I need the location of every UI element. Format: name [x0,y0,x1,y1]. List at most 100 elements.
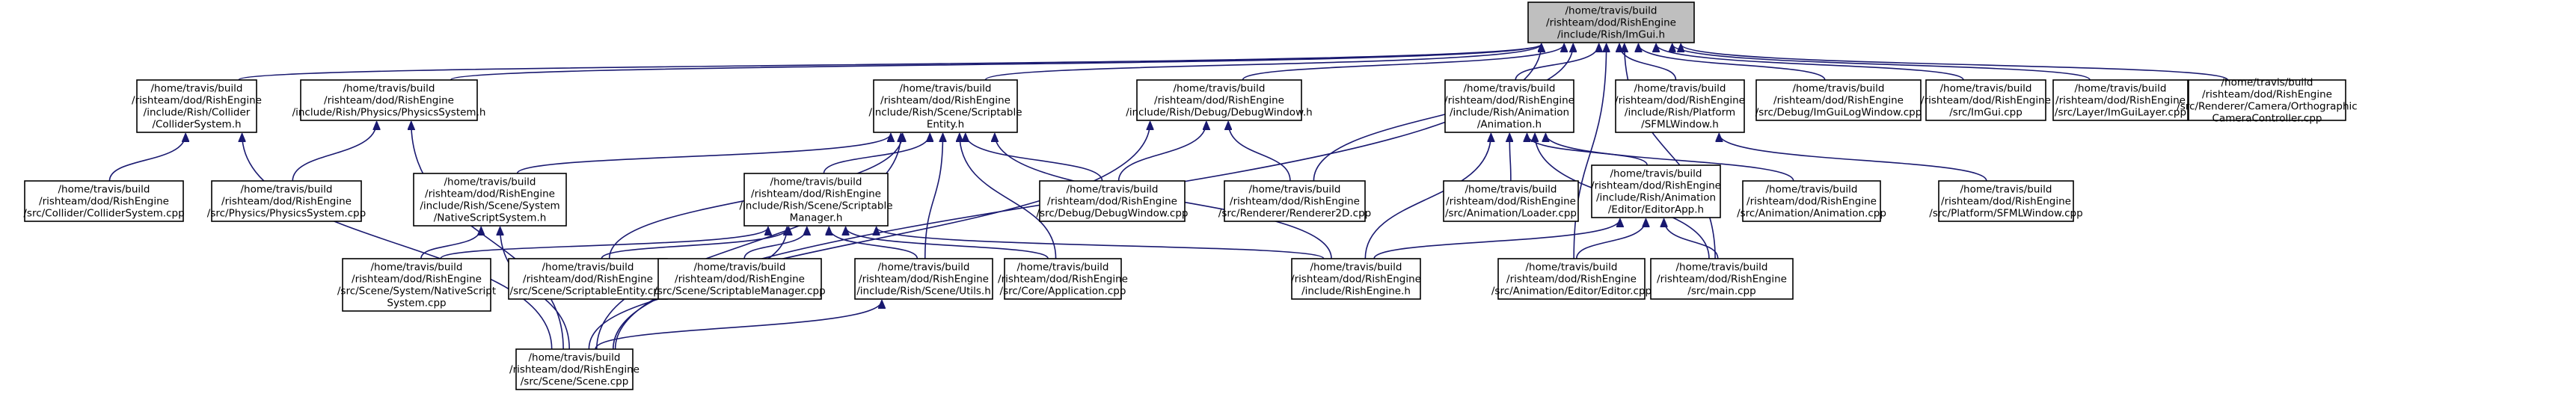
node-label-line: /rishteam/dod/RishEngine [880,94,1011,106]
node-renderer2d-cpp[interactable]: /home/travis/build/rishteam/dod/RishEngi… [1218,180,1371,222]
node-label-line: /NativeScriptSystem.h [434,212,547,224]
node-label-line: /include/Rish/Scene/System [420,200,559,212]
node-box [515,348,634,390]
edge-scene-cpp-to-physics-system-h [411,122,564,350]
node-physics-system-h[interactable]: /home/travis/build/rishteam/dod/RishEngi… [292,79,486,121]
node-collider-system-cpp[interactable]: /home/travis/build/rishteam/dod/RishEngi… [23,180,185,222]
node-editor-app-h[interactable]: /home/travis/build/rishteam/dod/RishEngi… [1591,164,1721,218]
edge-collider-system-h-to-imgui-h [238,44,1542,81]
node-label-line: /include/Rish/Platform [1625,106,1735,118]
node-label-line: /src/Debug/DebugWindow.cpp [1037,207,1189,219]
node-label-line: /rishteam/dod/RishEngine [39,195,169,207]
edge-scene-cpp-to-scriptable-entity-h [595,134,901,350]
edge-scene-utils-h-to-scriptable-entity-h [924,134,943,259]
node-label-line: /include/Rish/Physics/PhysicsSystem.h [292,106,486,118]
node-label-line: /home/travis/build [240,183,332,195]
node-native-script-system-h[interactable]: /home/travis/build/rishteam/dod/RishEngi… [413,173,567,227]
nodes-layer: /home/travis/build/rishteam/dod/RishEngi… [23,1,2358,390]
node-box [743,173,889,227]
node-label-line: /home/travis/build [1565,4,1657,16]
node-animation-h[interactable]: /home/travis/build/rishteam/dod/RishEngi… [1444,79,1574,133]
node-label-line: /src/ImGui.cpp [1949,106,2023,118]
node-label-line: /home/travis/build [1463,82,1555,94]
node-label-line: /home/travis/build [528,351,620,363]
node-animation-editor-cpp[interactable]: /home/travis/build/rishteam/dod/RishEngi… [1491,258,1652,300]
node-label-line: /rishteam/dod/RishEngine [1591,179,1721,191]
node-box [1291,258,1421,300]
node-box [1136,79,1302,121]
node-sfml-window-h[interactable]: /home/travis/build/rishteam/dod/RishEngi… [1615,79,1745,133]
edge-rish-engine-h-to-editor-app-h [1373,219,1620,259]
node-scriptable-manager-cpp[interactable]: /home/travis/build/rishteam/dod/RishEngi… [654,258,826,300]
node-animation-loader-cpp[interactable]: /home/travis/build/rishteam/dod/RishEngi… [1443,180,1579,222]
edge-debug-window-h-to-imgui-h [1242,44,1564,81]
node-label-line: /rishteam/dod/RishEngine [1506,273,1637,285]
node-layer-imgui-layer-cpp[interactable]: /home/travis/build/rishteam/dod/RishEngi… [2052,79,2189,121]
node-label-line: /rishteam/dod/RishEngine [132,94,262,106]
node-label-line: /home/travis/build [693,261,785,273]
node-native-script-system-cpp[interactable]: /home/travis/build/rishteam/dod/RishEngi… [337,258,496,312]
node-label-line: /rishteam/dod/RishEngine [675,273,805,285]
edge-sfml-window-h-to-imgui-h [1619,44,1677,81]
node-scriptable-entity-h[interactable]: /home/travis/build/rishteam/dod/RishEngi… [868,79,1022,133]
node-scriptable-manager-h[interactable]: /home/travis/build/rishteam/dod/RishEngi… [739,173,893,227]
node-label-line: /include/RishEngine.h [1301,285,1411,297]
node-label-line: /home/travis/build [58,183,150,195]
edge-scriptable-entity-h-to-imgui-h [984,44,1541,81]
node-box [1004,258,1122,300]
node-box [24,180,184,222]
node-label-line: /src/Scene/ScriptableManager.cpp [654,285,825,297]
node-scene-utils-h[interactable]: /home/travis/build/rishteam/dod/RishEngi… [854,258,993,300]
edge-debug-imgui-log-window-cpp-to-imgui-h [1638,44,1826,81]
node-scene-cpp[interactable]: /home/travis/build/rishteam/dod/RishEngi… [509,348,640,390]
node-label-line: /rishteam/dod/RishEngine [1230,195,1360,207]
node-rish-engine-h[interactable]: /home/travis/build/rishteam/dod/RishEngi… [1291,258,1421,300]
node-label-line: /src/main.cpp [1687,285,1755,297]
node-imgui-cpp[interactable]: /home/travis/build/rishteam/dod/RishEngi… [1921,79,2051,121]
node-collider-system-h[interactable]: /home/travis/build/rishteam/dod/RishEngi… [132,79,262,133]
edge-scriptable-manager-h-to-scriptable-entity-h [823,134,930,174]
node-label-line: /src/Animation/Animation.cpp [1737,207,1886,219]
node-debug-window-cpp[interactable]: /home/travis/build/rishteam/dod/RishEngi… [1037,180,1189,222]
node-label-line: /src/Renderer/Renderer2D.cpp [1218,207,1371,219]
node-box [508,258,668,300]
node-box [873,79,1018,133]
node-label-line: /rishteam/dod/RishEngine [1291,273,1421,285]
edge-scene-cpp-to-debug-window-h [612,122,1150,350]
node-main-cpp[interactable]: /home/travis/build/rishteam/dod/RishEngi… [1650,258,1794,300]
node-label-line: /src/Physics/PhysicsSystem.cpp [207,207,366,219]
edge-layer-imgui-layer-cpp-to-imgui-h [1672,44,2091,81]
node-label-line: /rishteam/dod/RishEngine [1921,94,2051,106]
node-label-line: /src/Scene/ScriptableEntity.cpp [510,285,666,297]
edge-main-cpp-to-editor-app-h [1664,219,1719,259]
node-core-application-cpp[interactable]: /home/travis/build/rishteam/dod/RishEngi… [998,258,1128,300]
node-scriptable-entity-cpp[interactable]: /home/travis/build/rishteam/dod/RishEngi… [508,258,668,300]
node-label-line: /SFMLWindow.h [1641,118,1719,130]
edge-scriptable-entity-cpp-to-scriptable-manager-h [601,227,788,259]
node-debug-window-h[interactable]: /home/travis/build/rishteam/dod/RishEngi… [1126,79,1313,121]
node-label-line: /home/travis/build [1173,82,1265,94]
node-label-line: /home/travis/build [1610,167,1702,179]
node-sfml-window-cpp[interactable]: /home/travis/build/rishteam/dod/RishEngi… [1929,180,2083,222]
node-box [1925,79,2046,121]
node-physics-system-cpp[interactable]: /home/travis/build/rishteam/dod/RishEngi… [207,180,366,222]
node-debug-imgui-log-window-cpp[interactable]: /home/travis/build/rishteam/dod/RishEngi… [1755,79,1922,121]
node-box [1039,180,1186,222]
node-label-line: /home/travis/build [1675,261,1767,273]
node-label-line: /home/travis/build [899,82,991,94]
node-box [2052,79,2189,121]
node-box [1591,164,1721,218]
edge-physics-system-h-to-imgui-h [450,44,1542,81]
node-animation-cpp[interactable]: /home/travis/build/rishteam/dod/RishEngi… [1737,180,1886,222]
node-box [1755,79,1922,121]
node-label-line: /include/Rish/Scene/Scriptable [868,106,1022,118]
node-label-line: /Animation.h [1477,118,1542,130]
edge-animation-loader-cpp-to-animation-h [1509,134,1511,182]
node-imgui-h[interactable]: /home/travis/build/rishteam/dod/RishEngi… [1527,1,1695,43]
node-label-line: /rishteam/dod/RishEngine [1154,94,1284,106]
node-label-line: /home/travis/build [444,176,536,188]
node-label-line: /rishteam/dod/RishEngine [509,363,640,375]
node-ortho-camera-controller-cpp[interactable]: /home/travis/build/rishteam/dod/RishEngi… [2177,76,2357,124]
node-label-line: /home/travis/build [1016,261,1108,273]
edge-scriptable-manager-cpp-to-scriptable-manager-h [743,227,807,259]
